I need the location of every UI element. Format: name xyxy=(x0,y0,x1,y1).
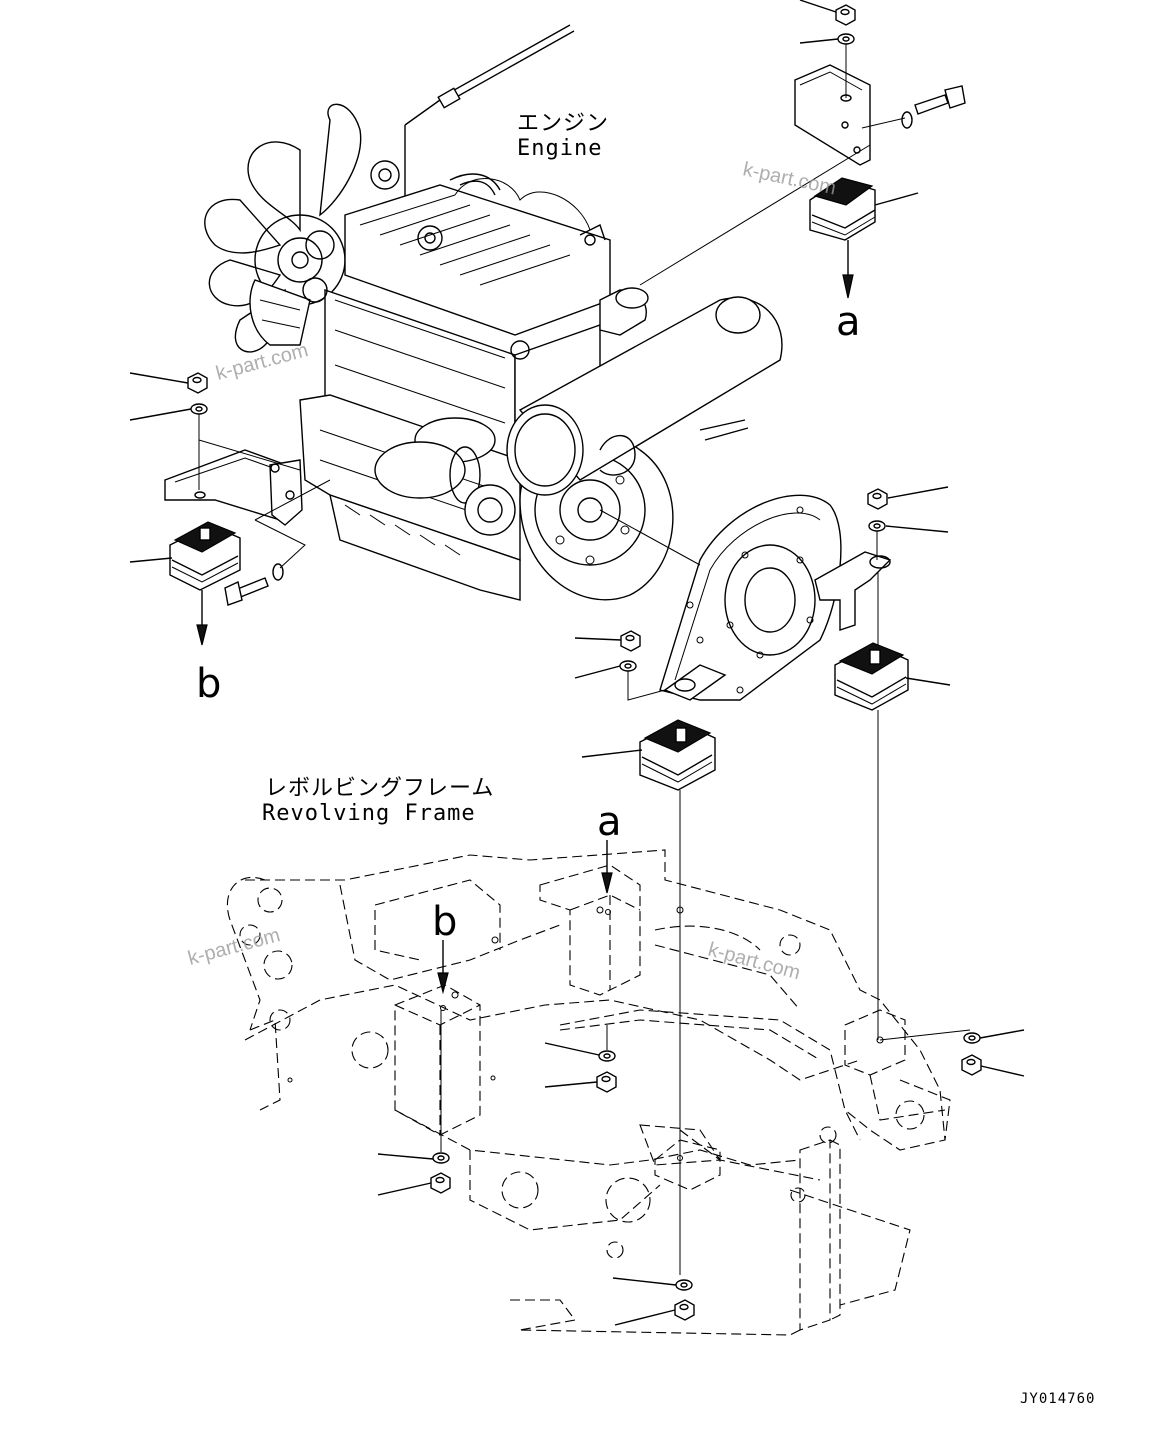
engine-assembly xyxy=(204,24,783,601)
bolt-left xyxy=(224,563,284,606)
engine-mount-a xyxy=(809,177,876,299)
ref-letter-b-frame: b xyxy=(432,899,457,945)
leader-lines xyxy=(129,0,1025,1326)
front-left-bracket xyxy=(164,449,303,526)
engine-label-en: Engine xyxy=(517,136,602,161)
frame-label-jp: レボルビングフレーム xyxy=(265,776,494,801)
assembly-lines xyxy=(198,44,971,1275)
ref-letter-a-top: a xyxy=(836,299,861,345)
ref-letter-a-frame: a xyxy=(597,799,622,845)
frame-arrow-a xyxy=(601,840,613,894)
ref-letter-b-left: b xyxy=(196,661,221,707)
frame-label-en: Revolving Frame xyxy=(262,801,476,826)
flywheel-housing-plate xyxy=(659,494,892,701)
watermark-text: k-part.com xyxy=(706,939,803,985)
frame-arrow-b xyxy=(437,940,449,995)
rear-right-bracket xyxy=(794,64,871,166)
frame-caption: レボルビングフレーム Revolving Frame xyxy=(262,776,494,826)
engine-caption: エンジン Engine xyxy=(517,111,609,161)
engine-label-jp: エンジン xyxy=(517,111,609,136)
bolt-top-right xyxy=(901,85,966,129)
engine-mount-b xyxy=(169,521,241,646)
engine-mount-center xyxy=(639,719,716,791)
engine-mount-right xyxy=(834,642,909,711)
revolving-frame xyxy=(226,849,951,1336)
watermark-text: k-part.com xyxy=(741,158,838,199)
drawing-code: JY014760 xyxy=(1020,1391,1095,1407)
